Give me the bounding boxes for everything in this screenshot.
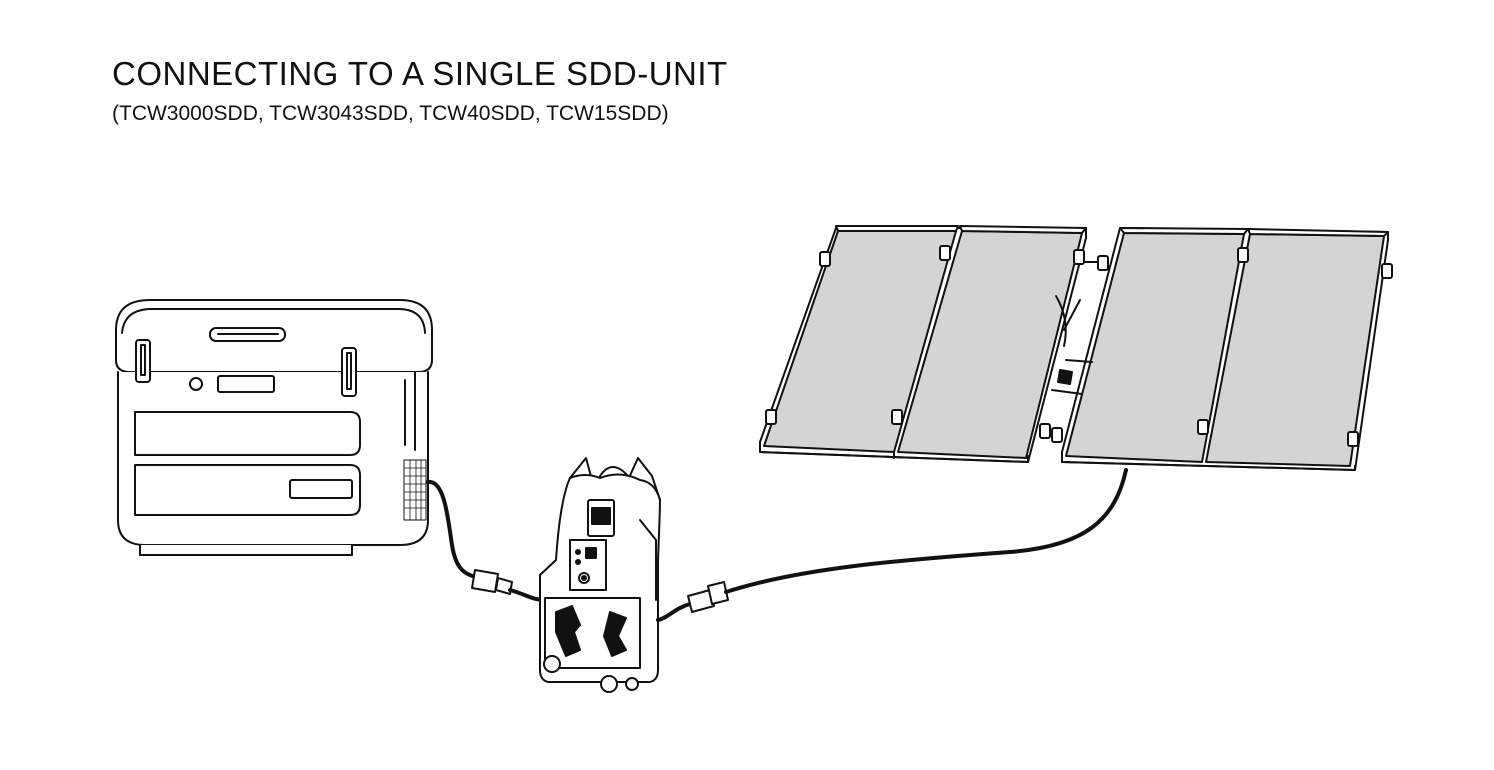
page-subtitle: (TCW3000SDD, TCW3043SDD, TCW40SDD, TCW15…: [112, 102, 669, 125]
fridge-connector: [471, 569, 513, 595]
fridge-cable: [426, 480, 482, 580]
portable-fridge-icon: [115, 299, 433, 556]
page-title: CONNECTING TO A SINGLE SDD-UNIT: [112, 55, 728, 92]
solar-connector: [687, 581, 729, 613]
solar-cable: [724, 468, 1128, 594]
solar-panel-array-icon: [759, 225, 1393, 471]
sdd-unit-icon: [539, 457, 661, 693]
panel-clamps: [765, 245, 1393, 447]
